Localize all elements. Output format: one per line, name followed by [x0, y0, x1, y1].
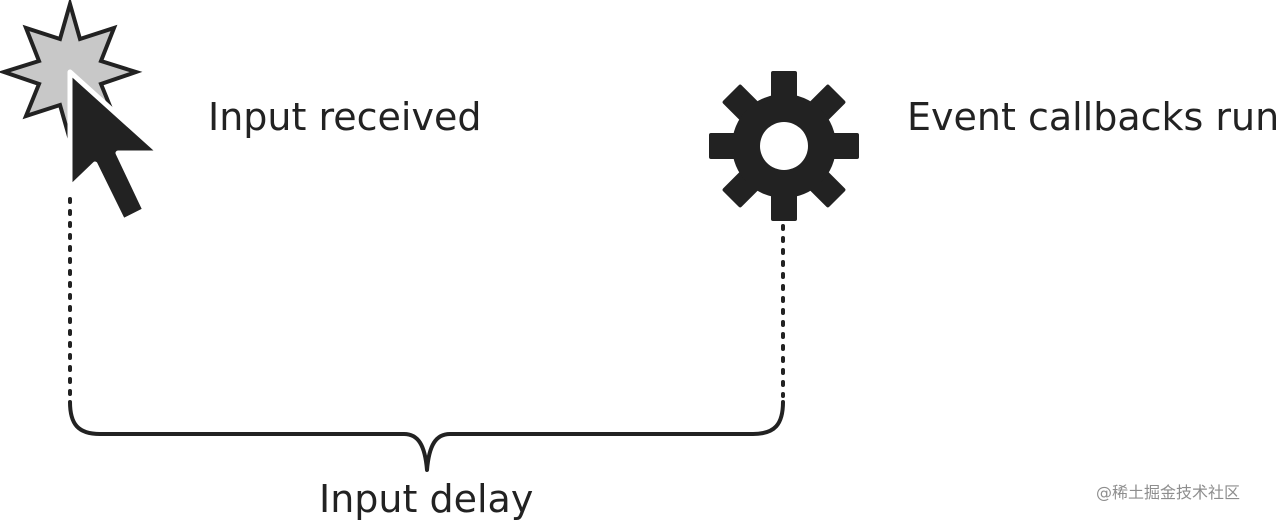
gear-icon	[709, 71, 859, 221]
watermark: @稀土掘金技术社区	[1096, 483, 1241, 502]
input-delay-label: Input delay	[319, 477, 534, 521]
event-callbacks-label: Event callbacks run	[907, 95, 1280, 139]
input-received-label: Input received	[208, 95, 482, 139]
mouse-pointer-icon	[67, 69, 163, 224]
delay-brace	[68, 400, 785, 472]
